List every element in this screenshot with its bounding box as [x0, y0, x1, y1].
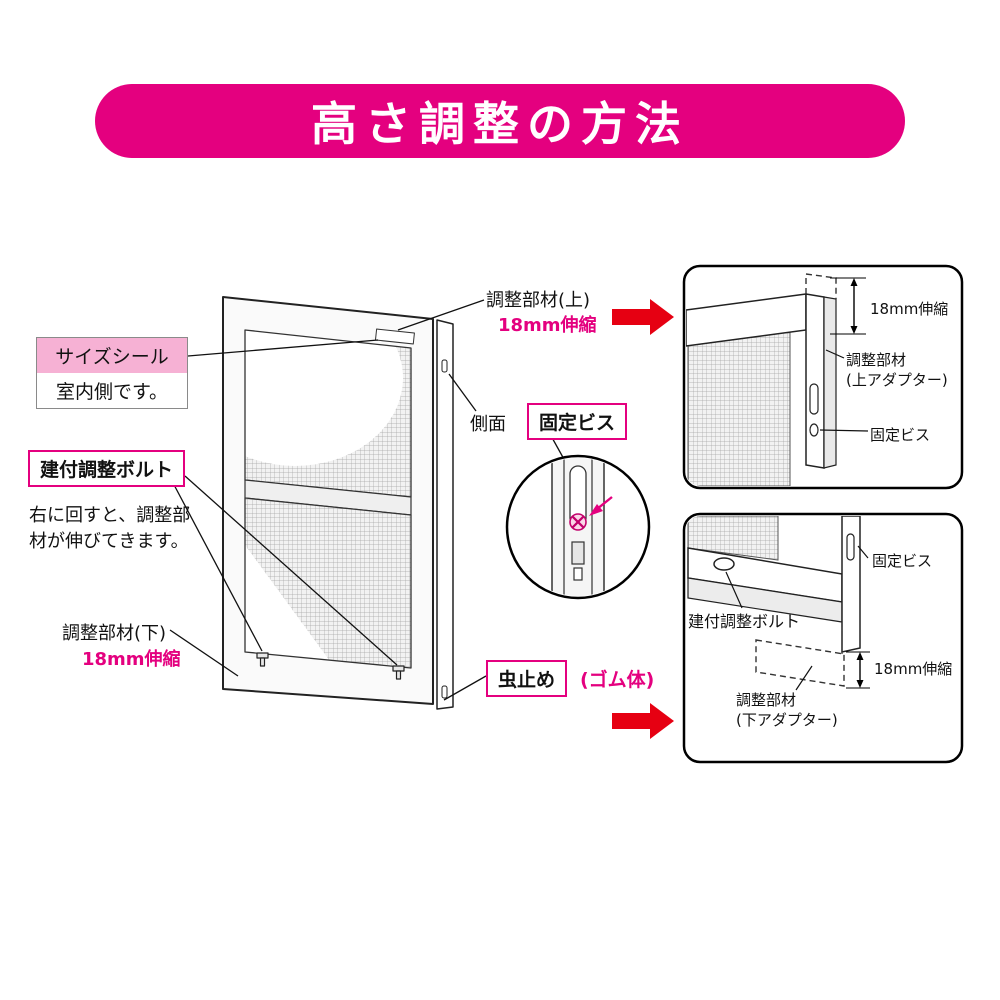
size-seal-callout: サイズシール 室内側です。: [36, 337, 188, 409]
detail-top-extension-label: 18mm伸縮: [870, 300, 949, 318]
bottom-screw-slot: [846, 533, 855, 561]
extension-top-label: 18mm伸縮: [498, 315, 597, 336]
fit-bolt-description: 右に回すと、調整部 材が伸びてきます。: [29, 503, 190, 555]
extended-position-dashed-bottom: [755, 639, 845, 687]
fit-bolt-description-line1: 右に回すと、調整部: [29, 505, 191, 526]
detail-bottom-member-label: 調整部材 (下アダプター): [736, 690, 838, 731]
detail-bottom-mesh: [687, 516, 779, 561]
main-screen-drawing: [222, 296, 454, 710]
top-screw-slot: [809, 383, 819, 415]
fit-adjust-bolt-label: 建付調整ボルト: [28, 450, 186, 487]
red-arrow-top: [612, 299, 674, 335]
fit-bolt-description-line2: 材が伸びてきます。: [29, 531, 189, 553]
adjust-member-top-label: 調整部材(上): [486, 290, 591, 311]
fixing-screw-label: 固定ビス: [527, 403, 628, 440]
fit-adjust-bolts: [256, 652, 405, 680]
adjust-member-bottom-label: 調整部材(下): [62, 623, 167, 644]
title-banner: 高さ調整の方法: [95, 84, 905, 158]
insect-stop-label: 虫止め: [486, 660, 568, 697]
page-title: 高さ調整の方法: [311, 97, 689, 151]
side-rail-slot-bottom: [441, 685, 448, 699]
detail-top-member-label: 調整部材 (上アダプター): [846, 350, 948, 391]
red-arrow-bottom: [612, 703, 674, 739]
rubber-body-label: (ゴム体): [580, 669, 655, 691]
lower-mesh: [245, 498, 411, 668]
size-seal-label: サイズシール: [37, 338, 187, 373]
connector-lines: [169, 299, 571, 701]
detail-top-member-line1: 調整部材: [846, 351, 907, 369]
detail-bottom-member-line2: (下アダプター): [736, 711, 838, 730]
detail-bottom-extension-label: 18mm伸縮: [874, 660, 953, 678]
dimension-top: [830, 277, 866, 335]
bottom-fit-adjust-bolt: [713, 557, 735, 571]
side-rail: [436, 319, 454, 710]
detail-panel-bottom: [682, 512, 964, 764]
detail-bottom-screw-label: 固定ビス: [872, 552, 933, 570]
top-fixing-screw: [809, 423, 819, 437]
detail-top-member-line2: (上アダプター): [846, 371, 948, 390]
detail-top-screw-label: 固定ビス: [870, 426, 931, 444]
detail-bottom-bolt-label: 建付調整ボルト: [688, 612, 801, 631]
top-adapter-rail: [805, 293, 825, 469]
extended-position-dashed: [805, 273, 837, 299]
side-rail-slot-top: [441, 359, 448, 373]
screw-detail-circle: [505, 454, 651, 600]
detail-top-mesh: [687, 321, 791, 486]
detail-panel-top: [682, 264, 964, 490]
detail-bottom-member-line1: 調整部材: [736, 691, 797, 709]
size-seal-sticker: [374, 328, 415, 345]
side-face-label: 側面: [470, 414, 506, 435]
indoor-side-label: 室内側です。: [37, 373, 187, 408]
extension-bottom-label: 18mm伸縮: [82, 649, 181, 670]
dimension-bottom: [846, 651, 870, 689]
